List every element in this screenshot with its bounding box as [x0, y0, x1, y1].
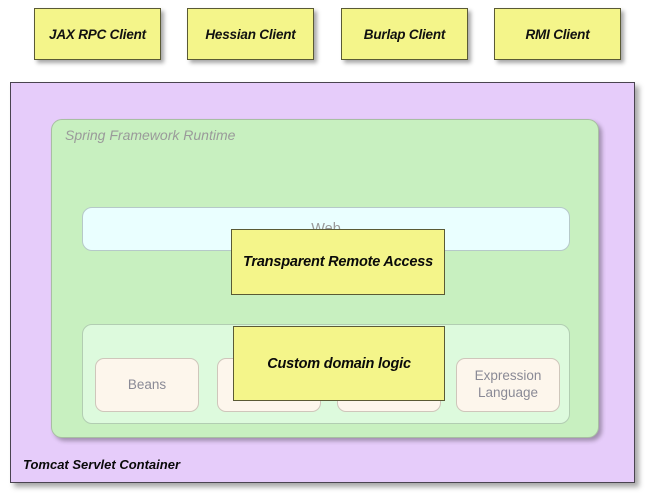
highlight-transparent-remote-access[interactable]: Transparent Remote Access	[231, 229, 445, 295]
client-box-label: JAX RPC Client	[49, 26, 146, 42]
highlight-label: Transparent Remote Access	[242, 254, 434, 270]
client-box-label: RMI Client	[525, 26, 590, 42]
client-box-label: Hessian Client	[205, 26, 296, 42]
client-box-label: Burlap Client	[363, 26, 446, 42]
client-box-rmi[interactable]: RMI Client	[494, 8, 621, 60]
client-box-hessian[interactable]: Hessian Client	[187, 8, 314, 60]
core-module-expression-language[interactable]: Expression Language	[456, 358, 560, 412]
client-box-jax-rpc[interactable]: JAX RPC Client	[34, 8, 161, 60]
client-box-burlap[interactable]: Burlap Client	[341, 8, 468, 60]
tomcat-servlet-container: Spring Framework Runtime Web Core Contai…	[10, 82, 635, 483]
tomcat-servlet-container-label: Tomcat Servlet Container	[23, 457, 181, 472]
highlight-label: Custom domain logic	[267, 355, 411, 372]
core-module-label: Expression Language	[474, 368, 542, 400]
highlight-custom-domain-logic[interactable]: Custom domain logic	[233, 326, 445, 401]
core-module-beans[interactable]: Beans	[95, 358, 199, 412]
spring-framework-runtime-label: Spring Framework Runtime	[65, 127, 236, 143]
core-module-label: Beans	[127, 376, 167, 392]
